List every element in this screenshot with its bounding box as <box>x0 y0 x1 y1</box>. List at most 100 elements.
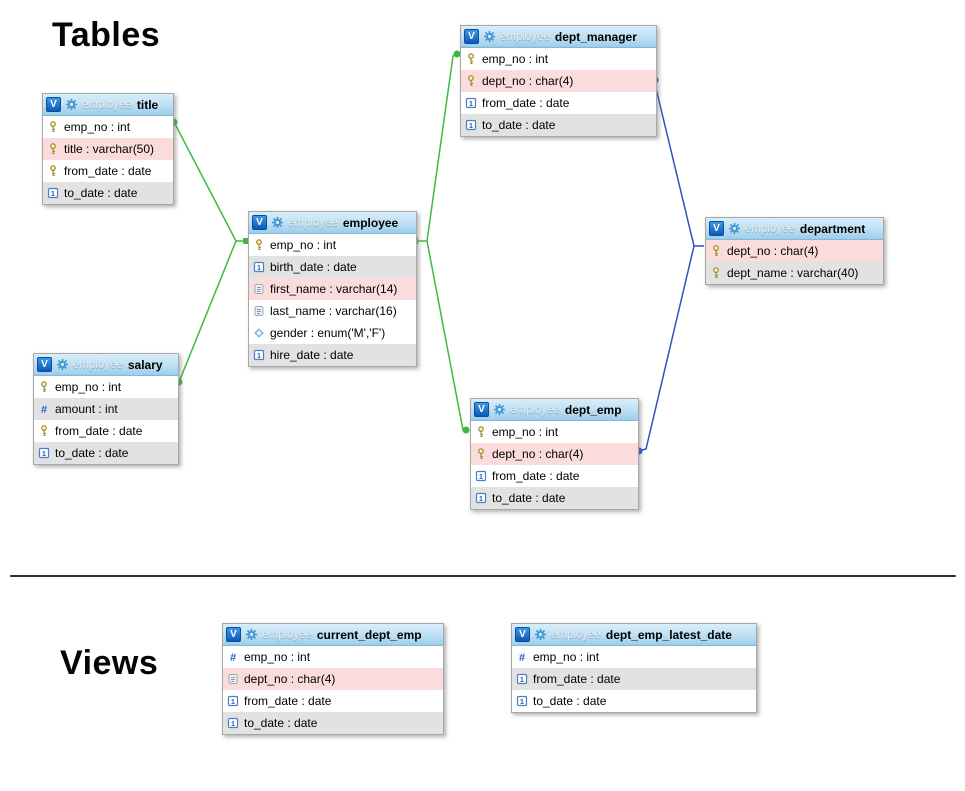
column-row[interactable]: emp_no : int <box>34 376 178 398</box>
column-row[interactable]: dept_no : char(4) <box>461 70 656 92</box>
table-name: dept_emp <box>564 402 622 417</box>
relationship-salary-employee <box>178 240 237 383</box>
column-row[interactable]: title : varchar(50) <box>43 138 173 160</box>
column-row[interactable]: from_date : date <box>43 160 173 182</box>
svg-text:1: 1 <box>469 121 473 130</box>
key-icon <box>475 426 487 438</box>
column-label: dept_no : char(4) <box>244 672 336 686</box>
column-label: last_name : varchar(16) <box>270 304 397 318</box>
column-label: from_date : date <box>533 672 621 686</box>
column-label: emp_no : int <box>482 52 549 66</box>
column-row[interactable]: emp_no : int <box>249 234 416 256</box>
date-icon: 1 <box>516 695 528 707</box>
text-icon <box>253 305 265 317</box>
column-row[interactable]: dept_no : char(4) <box>223 668 443 690</box>
column-label: to_date : date <box>55 446 129 460</box>
column-row[interactable]: # emp_no : int <box>223 646 443 668</box>
key-icon <box>38 381 50 393</box>
column-row[interactable]: 1 to_date : date <box>512 690 756 712</box>
svg-text:1: 1 <box>42 449 46 458</box>
date-icon: 1 <box>47 187 59 199</box>
column-label: to_date : date <box>533 694 607 708</box>
column-row[interactable]: emp_no : int <box>43 116 173 138</box>
relationship-dept_manager-department <box>653 79 704 247</box>
column-row[interactable]: 1 birth_date : date <box>249 256 416 278</box>
date-icon: 1 <box>465 119 477 131</box>
column-label: gender : enum('M','F') <box>270 326 386 340</box>
date-icon: 1 <box>253 261 265 273</box>
column-label: title : varchar(50) <box>64 142 155 156</box>
svg-text:1: 1 <box>231 697 235 706</box>
column-label: emp_no : int <box>244 650 311 664</box>
gear-icon <box>65 98 78 111</box>
svg-text:1: 1 <box>257 351 261 360</box>
table-name: employee <box>342 215 399 230</box>
table-name: dept_emp_latest_date <box>605 627 732 642</box>
column-row[interactable]: emp_no : int <box>461 48 656 70</box>
column-label: to_date : date <box>492 491 566 505</box>
column-row[interactable]: #amount : int <box>34 398 178 420</box>
key-icon <box>47 121 59 133</box>
svg-text:1: 1 <box>479 472 483 481</box>
gear-icon <box>493 403 506 416</box>
column-row[interactable]: first_name : varchar(14) <box>249 278 416 300</box>
column-row[interactable]: 1 to_date : date <box>34 442 178 464</box>
svg-text:1: 1 <box>469 99 473 108</box>
column-row[interactable]: dept_no : char(4) <box>706 240 883 262</box>
table-name: title <box>136 97 159 112</box>
column-label: dept_no : char(4) <box>492 447 584 461</box>
date-icon: 1 <box>227 717 239 729</box>
schema-name: employee <box>262 628 312 641</box>
column-label: dept_name : varchar(40) <box>727 266 859 280</box>
key-icon <box>38 425 50 437</box>
column-label: birth_date : date <box>270 260 357 274</box>
svg-text:1: 1 <box>520 697 524 706</box>
column-row[interactable]: emp_no : int <box>471 421 638 443</box>
schema-name: employee <box>510 403 560 416</box>
column-row[interactable]: dept_no : char(4) <box>471 443 638 465</box>
enum-icon <box>253 327 265 339</box>
view-badge-icon: V <box>226 627 241 642</box>
tables-section-heading: Tables <box>52 16 161 54</box>
column-row[interactable]: dept_name : varchar(40) <box>706 262 883 284</box>
svg-text:#: # <box>230 652 236 663</box>
column-row[interactable]: last_name : varchar(16) <box>249 300 416 322</box>
date-icon: 1 <box>475 470 487 482</box>
column-label: from_date : date <box>64 164 152 178</box>
date-icon: 1 <box>253 349 265 361</box>
key-icon <box>710 245 722 257</box>
schema-name: employee <box>551 628 601 641</box>
column-label: dept_no : char(4) <box>727 244 819 258</box>
column-row[interactable]: from_date : date <box>34 420 178 442</box>
column-row[interactable]: #emp_no : int <box>512 646 756 668</box>
column-row[interactable]: gender : enum('M','F') <box>249 322 416 344</box>
column-label: emp_no : int <box>492 425 559 439</box>
table-name: department <box>799 221 866 236</box>
key-icon <box>47 143 59 155</box>
